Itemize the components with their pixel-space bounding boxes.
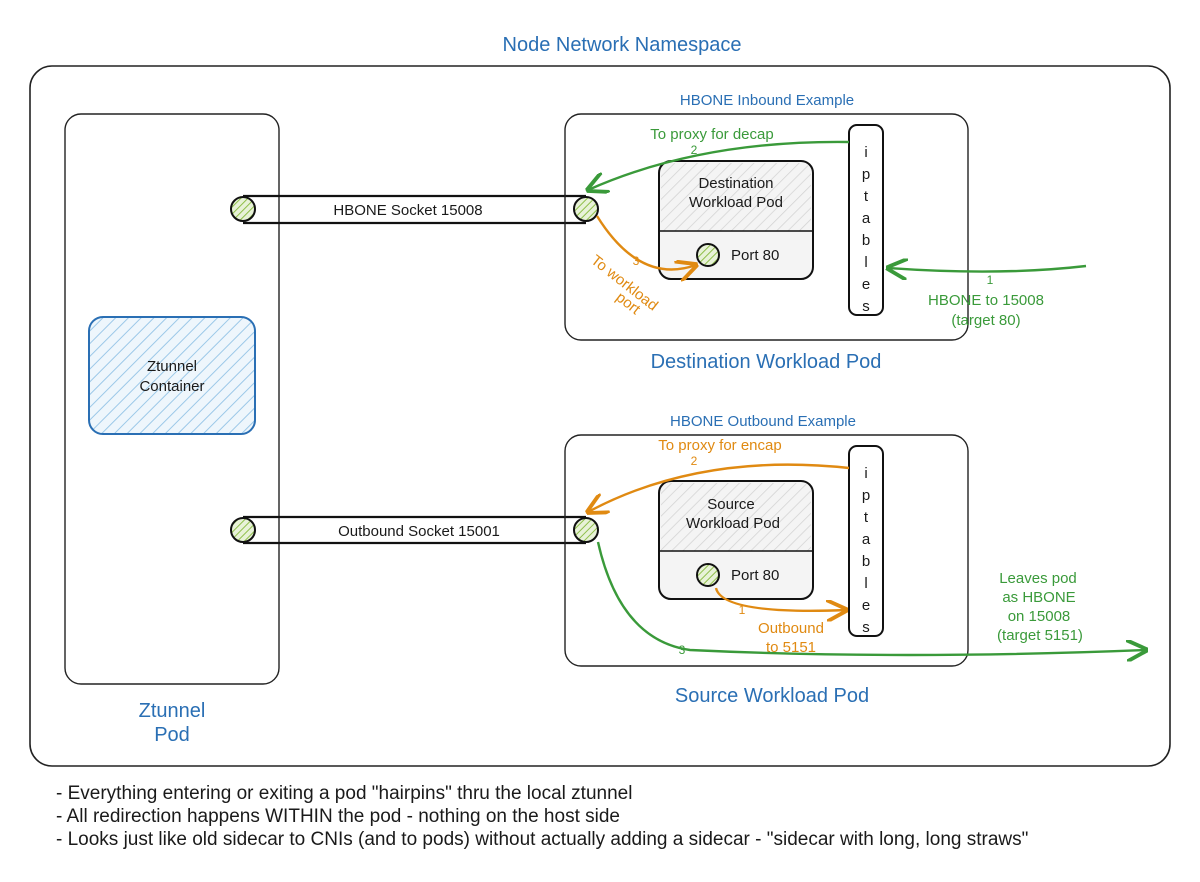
outbound-socket-left-end bbox=[230, 517, 256, 543]
outbound-iptables-letter: i bbox=[864, 465, 867, 482]
inbound-iptables-letter: p bbox=[862, 166, 870, 183]
inbound-step2-label: To proxy for decap bbox=[650, 126, 773, 143]
outbound-iptables-letter: p bbox=[862, 487, 870, 504]
outbound-iptables-letter: s bbox=[862, 619, 870, 636]
outbound-step1-label-1: Outbound bbox=[758, 620, 824, 637]
outbound-step2-number: 2 bbox=[691, 454, 698, 468]
source-port-circle bbox=[696, 563, 720, 587]
inbound-iptables-box bbox=[848, 124, 884, 316]
outbound-step1-arrow bbox=[714, 587, 846, 611]
inbound-iptables-letters: i p t a b l e s bbox=[862, 144, 871, 315]
ztunnel-pod-label-1: Ztunnel bbox=[139, 700, 206, 722]
destination-pod-label-2: Workload Pod bbox=[689, 194, 783, 211]
outbound-iptables-letter: e bbox=[862, 597, 870, 614]
outbound-socket-tube bbox=[230, 515, 599, 545]
note-line: - Looks just like old sidecar to CNIs (a… bbox=[56, 829, 1029, 850]
inbound-iptables-letter: i bbox=[864, 144, 867, 161]
outbound-step1-label-2: to 5151 bbox=[766, 639, 816, 656]
outbound-iptables-box bbox=[848, 445, 884, 637]
outbound-step3-arrow bbox=[596, 541, 1146, 655]
destination-port-circle bbox=[696, 243, 720, 267]
destination-workload-pod-label: Destination Workload Pod bbox=[651, 351, 882, 373]
inbound-step2-arrow bbox=[588, 140, 850, 190]
ztunnel-pod-box bbox=[64, 113, 280, 685]
ztunnel-container-box bbox=[88, 316, 256, 435]
source-pod-label-2: Workload Pod bbox=[686, 515, 780, 532]
ztunnel-container-label-2: Container bbox=[139, 378, 204, 395]
diagram-title: Node Network Namespace bbox=[503, 34, 742, 56]
outbound-leaves-label-2: as HBONE bbox=[1002, 589, 1075, 606]
outbound-step2-arrow bbox=[588, 463, 850, 512]
note-line: - Everything entering or exiting a pod "… bbox=[56, 783, 633, 804]
hbone-socket-tube bbox=[230, 194, 599, 225]
source-pod-label-1: Source bbox=[707, 496, 755, 513]
inbound-example-title: HBONE Inbound Example bbox=[680, 92, 854, 109]
outbound-step2-label: To proxy for encap bbox=[658, 437, 781, 454]
outbound-step1-number: 1 bbox=[739, 603, 746, 617]
outbound-iptables-letter: b bbox=[862, 553, 870, 570]
outbound-iptables-letter: l bbox=[864, 575, 867, 592]
inbound-step1-label-1: HBONE to 15008 bbox=[928, 292, 1044, 309]
notes-list: - Everything entering or exiting a pod "… bbox=[56, 782, 1176, 851]
outbound-iptables-letter: t bbox=[864, 509, 869, 526]
inbound-step3-arrow bbox=[595, 215, 696, 269]
inbound-iptables-letter: t bbox=[864, 188, 869, 205]
inbound-iptables-letter: b bbox=[862, 232, 870, 249]
inbound-step1-label-2: (target 80) bbox=[951, 312, 1020, 329]
inbound-step1-number: 1 bbox=[987, 273, 994, 287]
inbound-iptables-letter: e bbox=[862, 276, 870, 293]
outbound-leaves-label-1: Leaves pod bbox=[999, 570, 1077, 587]
inbound-iptables-letter: l bbox=[864, 254, 867, 271]
outbound-step3-number: 3 bbox=[679, 643, 686, 657]
inbound-step2-number: 2 bbox=[691, 143, 698, 157]
hbone-socket-right-end bbox=[573, 196, 599, 222]
note-line: - All redirection happens WITHIN the pod… bbox=[56, 806, 620, 827]
inbound-iptables-letter: a bbox=[862, 210, 871, 227]
node-namespace-box bbox=[29, 65, 1171, 767]
hbone-socket-left-end bbox=[230, 196, 256, 222]
inbound-step1-arrow bbox=[888, 266, 1087, 272]
inbound-example-box bbox=[564, 113, 969, 341]
destination-port-label: Port 80 bbox=[731, 247, 779, 264]
hbone-socket-label: HBONE Socket 15008 bbox=[333, 202, 482, 219]
outbound-example-title: HBONE Outbound Example bbox=[670, 413, 856, 430]
ztunnel-pod-label-2: Pod bbox=[154, 724, 190, 746]
ztunnel-container-label-1: Ztunnel bbox=[147, 358, 197, 375]
outbound-iptables-letter: a bbox=[862, 531, 871, 548]
outbound-example-box bbox=[564, 434, 969, 667]
inbound-step3-number: 3 bbox=[633, 254, 640, 268]
outbound-leaves-label-3: on 15008 bbox=[1008, 608, 1071, 625]
outbound-leaves-label-4: (target 5151) bbox=[997, 627, 1083, 644]
destination-pod-label-1: Destination bbox=[698, 175, 773, 192]
outbound-socket-label: Outbound Socket 15001 bbox=[338, 523, 500, 540]
source-port-label: Port 80 bbox=[731, 567, 779, 584]
outbound-socket-right-end bbox=[573, 517, 599, 543]
inbound-iptables-letter: s bbox=[862, 298, 870, 315]
outbound-iptables-letters: i p t a b l e s bbox=[862, 465, 871, 636]
source-workload-pod-label: Source Workload Pod bbox=[675, 685, 869, 707]
